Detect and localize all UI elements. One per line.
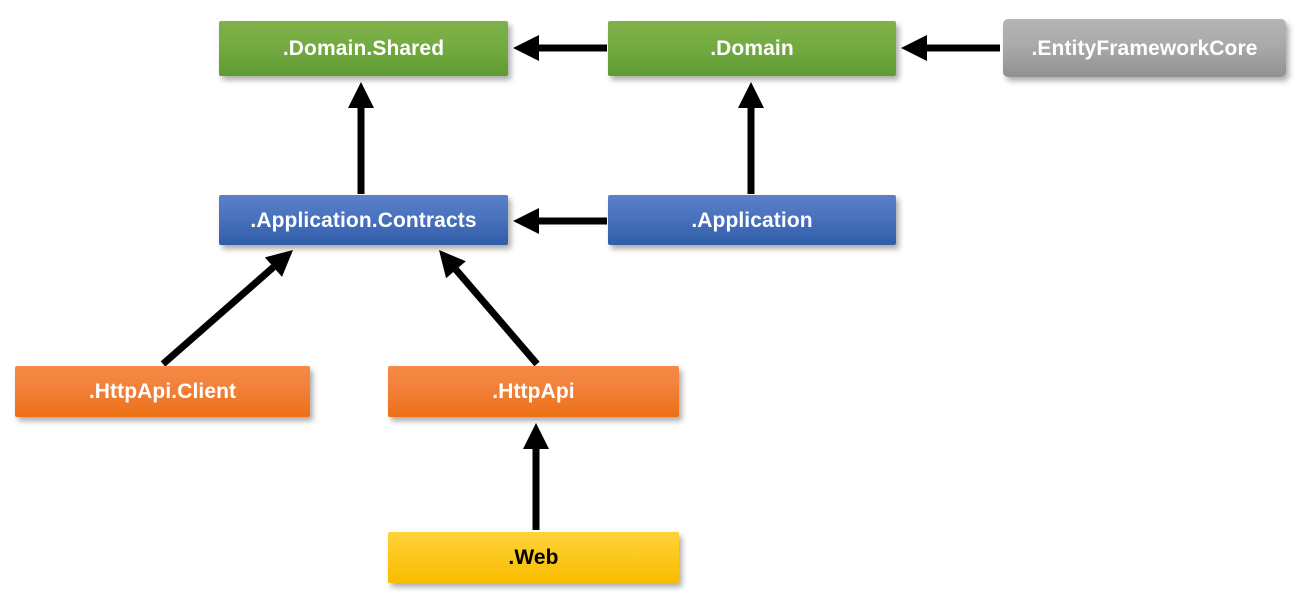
- arrow-efcore-to-domain: [901, 35, 1000, 61]
- node-domain[interactable]: .Domain: [608, 21, 896, 76]
- node-label-application: .Application: [691, 208, 813, 232]
- arrow-httpapi-client-to-application-contracts: [160, 250, 293, 367]
- node-web[interactable]: .Web: [388, 532, 679, 583]
- arrow-application-to-application-contracts: [513, 208, 607, 234]
- arrow-application-to-domain: [738, 82, 764, 194]
- node-label-web: .Web: [508, 546, 559, 569]
- arrow-application-contracts-to-domain-shared: [348, 82, 374, 194]
- node-domain-shared[interactable]: .Domain.Shared: [219, 21, 508, 76]
- node-label-entityframeworkcore: .EntityFrameworkCore: [1031, 36, 1258, 60]
- node-label-httpapi: .HttpApi: [492, 380, 575, 403]
- node-application[interactable]: .Application: [608, 195, 896, 245]
- node-httpapi-client[interactable]: .HttpApi.Client: [15, 366, 310, 417]
- node-application-contracts[interactable]: .Application.Contracts: [219, 195, 508, 245]
- arrow-web-to-httpapi: [523, 423, 549, 530]
- node-label-domain-shared: .Domain.Shared: [282, 37, 445, 60]
- arrow-httpapi-to-application-contracts: [439, 250, 540, 367]
- node-entityframeworkcore[interactable]: .EntityFrameworkCore: [1003, 19, 1286, 77]
- node-label-httpapi-client: .HttpApi.Client: [88, 380, 237, 403]
- node-label-application-contracts: .Application.Contracts: [250, 208, 477, 232]
- node-label-domain: .Domain: [710, 37, 794, 60]
- arrow-domain-to-domain-shared: [513, 35, 607, 61]
- node-httpapi[interactable]: .HttpApi: [388, 366, 679, 417]
